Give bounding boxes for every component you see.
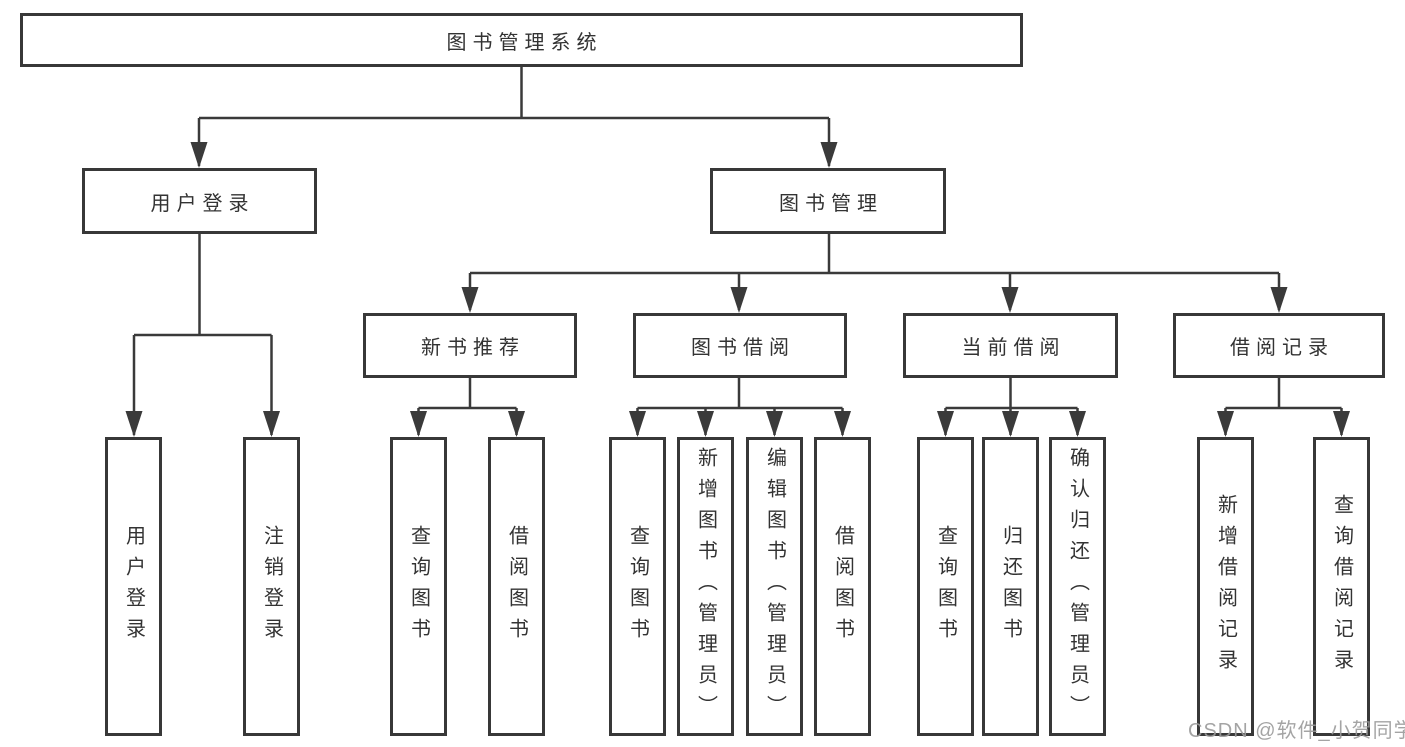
arrowhead-icon xyxy=(697,411,714,437)
node-leaf-borrow-book-2: 借阅图书 xyxy=(814,437,871,736)
arrowhead-icon xyxy=(1069,411,1086,437)
arrowhead-icon xyxy=(730,287,748,313)
arrowhead-icon xyxy=(1001,287,1019,313)
arrowhead-icon xyxy=(834,411,851,437)
arrowhead-icon xyxy=(410,411,427,437)
node-leaf-query-book-3: 查询图书 xyxy=(917,437,974,736)
node-leaf-borrow-book-1: 借阅图书 xyxy=(488,437,545,736)
arrowhead-icon xyxy=(508,411,525,437)
arrowhead-icon xyxy=(937,411,954,437)
node-new-book-recommend: 新书推荐 xyxy=(363,313,577,378)
connector-path xyxy=(132,67,1343,435)
node-leaf-logout: 注销登录 xyxy=(243,437,300,736)
node-book-management: 图书管理 xyxy=(710,168,946,234)
node-leaf-edit-book-admin: 编辑图书（管理员） xyxy=(746,437,803,736)
arrowhead-icon xyxy=(263,411,280,437)
arrowhead-icon xyxy=(1002,411,1019,437)
node-leaf-query-book-1: 查询图书 xyxy=(390,437,447,736)
arrowhead-icon xyxy=(125,411,143,437)
node-user-login: 用户登录 xyxy=(82,168,317,234)
arrowhead-icon xyxy=(461,287,479,313)
node-leaf-query-borrow-record: 查询借阅记录 xyxy=(1313,437,1370,736)
watermark: CSDN @软件_小贺同学 xyxy=(1188,720,1405,742)
arrowhead-icon xyxy=(820,142,838,168)
arrowhead-icon xyxy=(629,411,646,437)
node-leaf-return-book: 归还图书 xyxy=(982,437,1039,736)
node-leaf-add-book-admin: 新增图书（管理员） xyxy=(677,437,734,736)
node-leaf-add-borrow-record: 新增借阅记录 xyxy=(1197,437,1254,736)
arrowhead-icon xyxy=(766,411,783,437)
arrowhead-icon xyxy=(1270,287,1288,313)
arrowhead-icon xyxy=(1217,411,1234,437)
arrowhead-icon xyxy=(190,142,208,168)
node-leaf-user-login: 用户登录 xyxy=(105,437,162,736)
node-borrow-record: 借阅记录 xyxy=(1173,313,1385,378)
node-root: 图书管理系统 xyxy=(20,13,1023,67)
node-current-borrow: 当前借阅 xyxy=(903,313,1118,378)
node-leaf-query-book-2: 查询图书 xyxy=(609,437,666,736)
node-leaf-confirm-return-admin: 确认归还（管理员） xyxy=(1049,437,1106,736)
node-book-borrow: 图书借阅 xyxy=(633,313,847,378)
arrowhead-icon xyxy=(1333,411,1350,437)
